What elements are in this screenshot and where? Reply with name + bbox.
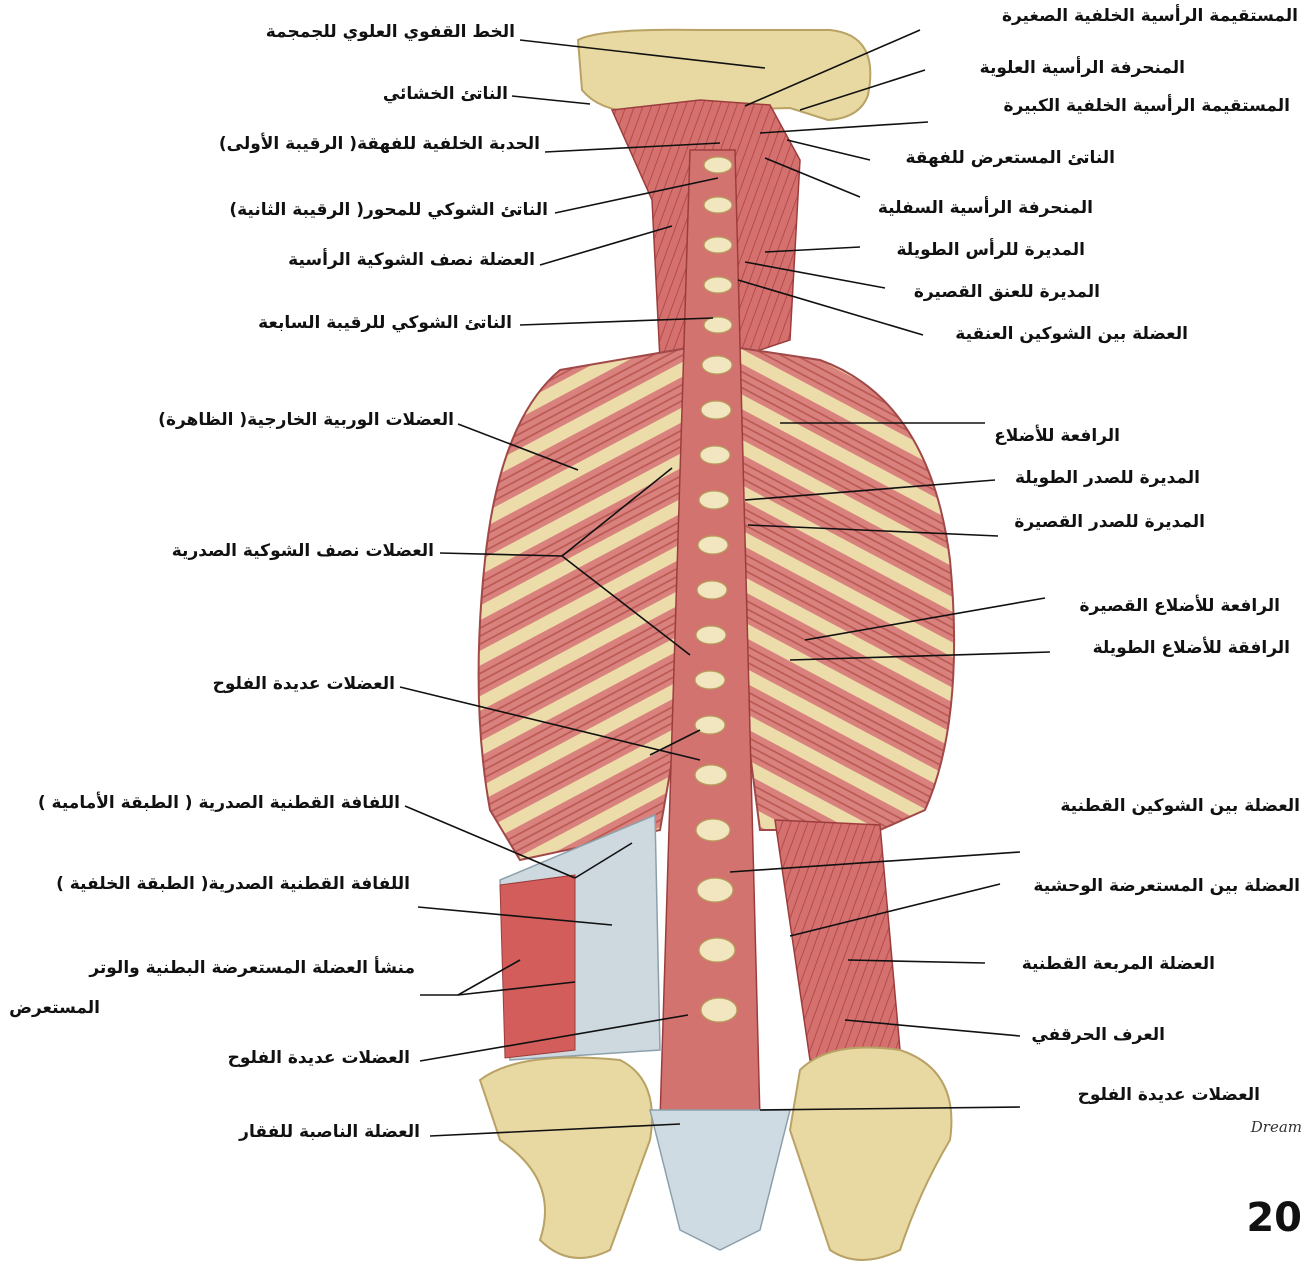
pelvis-right <box>790 1048 951 1261</box>
label-posterior-tubercle-atlas: الحدبة الخلفية للفهقة( الرقيبة الأولى) <box>150 134 540 154</box>
label-levatores-costarum-breves: الرافعة للأضلاع القصيرة <box>1050 596 1280 616</box>
label-levatores-costarum-longi: الرافقة للأضلاع الطويلة <box>1055 638 1290 658</box>
label-obliquus-capitis-inferior: المنحرفة الرأسية السفلية <box>865 198 1093 218</box>
transversus-strip <box>500 875 575 1058</box>
label-thoracolumbar-fascia-posterior: اللفافة القطنية الصدرية( الطبقة الخلفية … <box>5 874 410 894</box>
label-rotatores-thoracis-breves: المديرة للصدر القصيرة <box>1005 512 1205 532</box>
sacrum <box>650 1110 790 1250</box>
watermark-number: 20 <box>1246 1195 1302 1241</box>
label-semispinalis-thoracis: العضلات نصف الشوكية الصدرية <box>60 541 434 561</box>
label-spinous-process-c7: الناتئ الشوكي للرقيبة السابعة <box>150 313 512 333</box>
label-superior-nuchal-line: الخط القفوي العلوي للجمجمة <box>150 22 515 42</box>
label-spinous-process-axis: الناتئ الشوكي للمحور( الرقيبة الثانية) <box>150 200 548 220</box>
label-rotatores-colli-brevis: المديرة للعنق القصيرة <box>900 282 1100 302</box>
label-transversus-abdominis-origin: منشأ العضلة المستعرضة البطنية والوتر <box>5 958 415 978</box>
label-rectus-capitis-posterior-minor: المستقيمة الرأسية الخلفية الصغيرة <box>928 6 1298 26</box>
pelvis-left <box>480 1058 652 1259</box>
label-multifidus-right: العضلات عديدة الفلوح <box>1025 1085 1260 1105</box>
ribcage-right <box>720 345 954 830</box>
label-quadratus-lumborum: العضلة المربعة القطنية <box>990 954 1215 974</box>
label-external-intercostals: العضلات الوربية الخارجية( الظاهرة) <box>60 410 454 430</box>
label-iliac-crest: العرف الحرقفي <box>1025 1025 1165 1045</box>
label-multifidus-lower: العضلات عديدة الفلوح <box>120 1048 410 1068</box>
label-rotatores-thoracis-longi: المديرة للصدر الطويلة <box>1000 468 1200 488</box>
label-rotatores-capitis-longus: المديرة للرأس الطويلة <box>875 240 1085 260</box>
label-thoracolumbar-fascia-anterior: اللفافة القطنية الصدرية ( الطبقة الأمامي… <box>5 793 400 813</box>
label-multifidus-upper: العضلات عديدة الفلوح <box>100 674 395 694</box>
label-rectus-capitis-posterior-major: المستقيمة الرأسية الخلفية الكبيرة <box>935 96 1290 116</box>
label-mastoid-process: الناتئ الخشائي <box>200 84 508 104</box>
label-transverse-process-atlas: الناتئ المستعرض للفهقة <box>875 148 1115 168</box>
label-obliquus-capitis-superior: المنحرفة الرأسية العلوية <box>935 58 1185 78</box>
label-intertransversarii-lumborum: العضلة بين المستعرضة الوحشية <box>1005 876 1300 896</box>
label-levatores-costarum: الرافعة للأضلاع <box>990 426 1120 446</box>
label-semispinalis-capitis: العضلة نصف الشوكية الرأسية <box>200 250 535 270</box>
label-erector-spinae: العضلة الناصبة للفقار <box>150 1122 420 1142</box>
watermark-text: Dream <box>1251 1118 1302 1136</box>
label-interspinales-cervicis: العضلة بين الشوكين العنقية <box>928 324 1188 344</box>
label-interspinales-lumborum: العضلة بين الشوكين القطنية <box>1025 796 1300 816</box>
label-transversus-abdominis-origin-2: المستعرض <box>5 998 100 1018</box>
